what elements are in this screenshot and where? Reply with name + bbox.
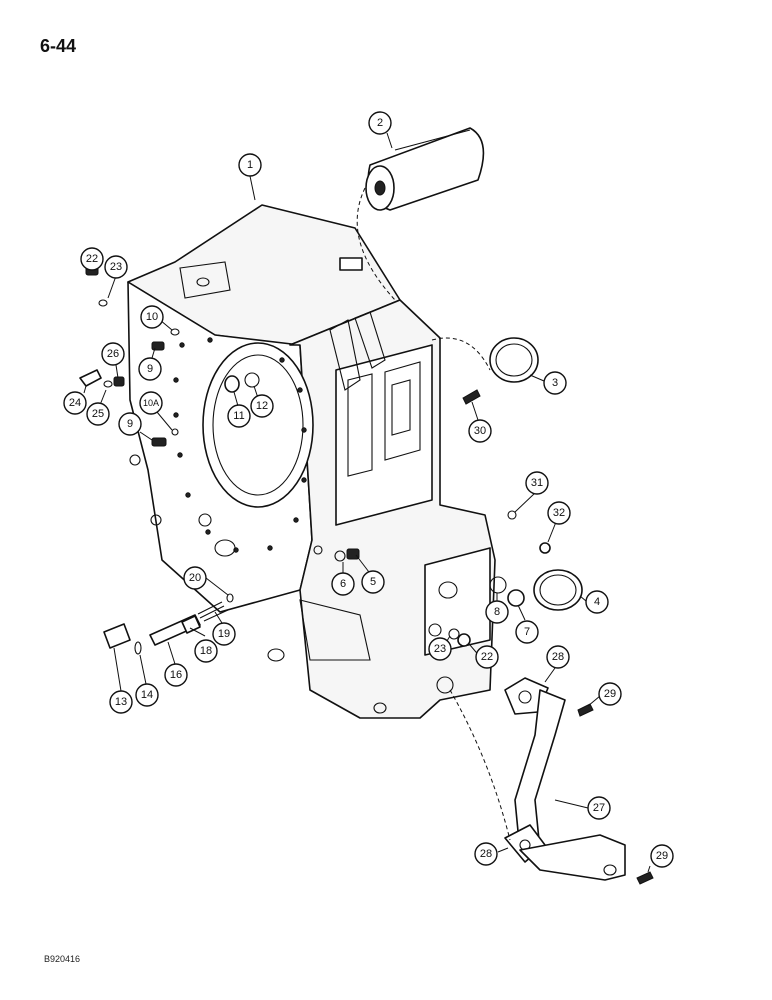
callout-23-upper: 23	[104, 255, 128, 279]
callout-12: 12	[250, 394, 274, 418]
callout-27: 27	[587, 796, 611, 820]
oil-filter	[365, 127, 485, 211]
callout-22-upper: 22	[80, 247, 104, 271]
callout-6: 6	[331, 572, 355, 596]
callout-label: 20	[189, 572, 201, 584]
callout-4: 4	[585, 590, 609, 614]
callout-30: 30	[468, 419, 492, 443]
transmission-housing	[127, 204, 496, 719]
callout-label: 2	[377, 117, 383, 129]
callout-10: 10	[140, 305, 164, 329]
callout-label: 5	[370, 576, 376, 588]
callout-label: 14	[141, 689, 153, 701]
callout-24: 24	[63, 391, 87, 415]
callout-label: 31	[531, 477, 543, 489]
callout-label: 11	[233, 410, 244, 422]
callout-3: 3	[543, 371, 567, 395]
callout-19: 19	[212, 622, 236, 646]
callout-9-lower: 9	[118, 412, 142, 436]
callout-label: 28	[552, 651, 564, 663]
callout-label: 9	[147, 363, 153, 375]
routing-lines	[356, 187, 511, 841]
callout-29-upper: 29	[598, 682, 622, 706]
callout-label: 29	[604, 688, 616, 700]
callout-label: 30	[474, 425, 486, 437]
callout-28-lower: 28	[474, 842, 498, 866]
callout-label: 1	[247, 159, 253, 171]
callout-29-lower: 29	[650, 844, 674, 868]
callout-5: 5	[361, 570, 385, 594]
callout-label: 18	[200, 645, 212, 657]
callout-26: 26	[101, 342, 125, 366]
callout-2: 2	[368, 111, 392, 135]
callout-label: 16	[170, 669, 182, 681]
callout-label: 32	[553, 507, 565, 519]
callout-label: 28	[480, 848, 492, 860]
callout-label: 10A	[143, 398, 159, 408]
callout-label: 19	[218, 628, 230, 640]
callout-label: 4	[594, 596, 600, 608]
callout-label: 27	[593, 802, 605, 814]
callout-label: 29	[656, 850, 668, 862]
callout-25: 25	[86, 402, 110, 426]
callout-28-upper: 28	[546, 645, 570, 669]
callout-7: 7	[515, 620, 539, 644]
callout-label: 10	[146, 311, 158, 323]
callout-label: 6	[340, 578, 346, 590]
callout-10a: 10A	[139, 391, 163, 415]
callout-label: 7	[524, 626, 530, 638]
seal-3	[489, 337, 539, 383]
callout-label: 13	[115, 696, 127, 708]
callout-32: 32	[547, 501, 571, 525]
callout-31: 31	[525, 471, 549, 495]
callout-label: 12	[256, 400, 268, 412]
callout-22-lower: 22	[475, 645, 499, 669]
callout-label: 22	[481, 651, 493, 663]
callout-label: 26	[107, 348, 119, 360]
callout-1: 1	[238, 153, 262, 177]
callout-11: 11	[227, 404, 251, 428]
callout-20: 20	[183, 566, 207, 590]
callout-label: 23	[110, 261, 122, 273]
callout-label: 24	[69, 397, 81, 409]
callout-8: 8	[485, 600, 509, 624]
callout-label: 22	[86, 253, 98, 265]
callout-label: 23	[434, 643, 446, 655]
callout-14: 14	[135, 683, 159, 707]
callout-label: 9	[127, 418, 133, 430]
callout-23-lower: 23	[428, 637, 452, 661]
small-parts	[79, 265, 654, 885]
seal-4	[533, 569, 583, 611]
callout-label: 3	[552, 377, 558, 389]
page-number: 6-44	[40, 36, 77, 56]
oil-tube-assembly	[504, 677, 626, 881]
callout-13: 13	[109, 690, 133, 714]
callout-label: 25	[92, 408, 104, 420]
callout-label: 8	[494, 606, 500, 618]
callout-16: 16	[164, 663, 188, 687]
callout-9-upper: 9	[138, 357, 162, 381]
figure-code: B920416	[44, 954, 81, 964]
callout-18: 18	[194, 639, 218, 663]
